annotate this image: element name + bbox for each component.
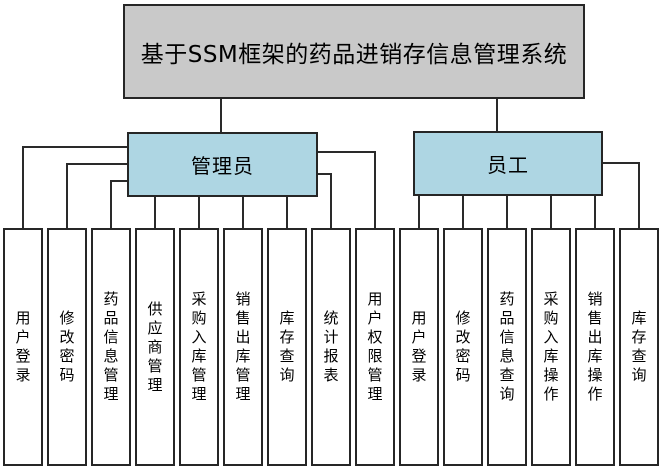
connector-root-to-admin	[220, 99, 222, 135]
leaf-admin-purchase-inbound-management: 采购入库管理	[179, 228, 219, 466]
connector-staff-leaf4	[550, 194, 552, 230]
connector-admin-leaf1-v	[22, 146, 24, 230]
leaf-admin-statistics-report: 统计报表	[311, 228, 351, 466]
connector-admin-leaf6	[242, 195, 244, 230]
leaf-staff-inventory-query: 库存查询	[619, 228, 659, 466]
leaf-label: 用户登录	[15, 309, 31, 384]
leaf-staff-purchase-inbound-operation: 采购入库操作	[531, 228, 571, 466]
leaf-admin-supplier-management: 供应商管理	[135, 228, 175, 466]
leaf-admin-user-login: 用户登录	[3, 228, 43, 466]
leaf-staff-change-password: 修改密码	[443, 228, 483, 466]
role-node-staff: 员工	[413, 131, 603, 196]
leaf-label: 销售出库操作	[587, 290, 603, 403]
leaf-label: 药品信息查询	[499, 290, 515, 403]
role-node-admin-label: 管理员	[191, 154, 254, 178]
connector-admin-leaf9-v	[374, 151, 376, 230]
connector-admin-leaf3-v	[110, 180, 112, 230]
leaf-label: 销售出库管理	[235, 290, 251, 403]
connector-admin-leaf7	[286, 195, 288, 230]
connector-admin-leaf4	[154, 195, 156, 230]
leaf-label: 采购入库管理	[191, 290, 207, 403]
connector-admin-leaf2-h	[66, 163, 129, 165]
leaf-label: 用户权限管理	[367, 290, 383, 403]
leaf-label: 修改密码	[455, 309, 471, 384]
connector-staff-leaf2	[462, 194, 464, 230]
connector-staff-leaf3	[506, 194, 508, 230]
connector-staff-leaf6-h	[601, 162, 640, 164]
leaf-admin-inventory-query: 库存查询	[267, 228, 307, 466]
leaf-label: 库存查询	[279, 309, 295, 384]
connector-admin-leaf8-v	[330, 173, 332, 230]
leaf-label: 供应商管理	[147, 299, 163, 394]
connector-staff-leaf5	[594, 194, 596, 230]
leaf-label: 统计报表	[323, 309, 339, 384]
connector-admin-leaf8-h	[316, 173, 332, 175]
leaf-admin-user-permission-management: 用户权限管理	[355, 228, 395, 466]
connector-admin-leaf9-h	[316, 151, 376, 153]
connector-root-to-staff	[496, 99, 498, 134]
connector-admin-leaf2-v	[66, 163, 68, 230]
leaf-staff-drug-info-query: 药品信息查询	[487, 228, 527, 466]
connector-staff-leaf1	[418, 194, 420, 230]
leaf-admin-drug-info-management: 药品信息管理	[91, 228, 131, 466]
leaf-label: 药品信息管理	[103, 290, 119, 403]
connector-staff-leaf6-v	[638, 162, 640, 230]
root-node-system-title: 基于SSM框架的药品进销存信息管理系统	[123, 4, 585, 99]
role-node-staff-label: 员工	[487, 153, 529, 177]
leaf-label: 用户登录	[411, 309, 427, 384]
leaf-admin-change-password: 修改密码	[47, 228, 87, 466]
leaf-staff-user-login: 用户登录	[399, 228, 439, 466]
leaf-staff-sales-outbound-operation: 销售出库操作	[575, 228, 615, 466]
connector-admin-leaf5	[198, 195, 200, 230]
leaf-label: 库存查询	[631, 309, 647, 384]
leaf-label: 修改密码	[59, 309, 75, 384]
connector-admin-leaf3-h	[110, 180, 129, 182]
leaf-label: 采购入库操作	[543, 290, 559, 403]
leaf-admin-sales-outbound-management: 销售出库管理	[223, 228, 263, 466]
role-node-admin: 管理员	[127, 132, 318, 197]
root-node-label: 基于SSM框架的药品进销存信息管理系统	[140, 41, 568, 68]
connector-admin-leaf1-h	[22, 146, 129, 148]
